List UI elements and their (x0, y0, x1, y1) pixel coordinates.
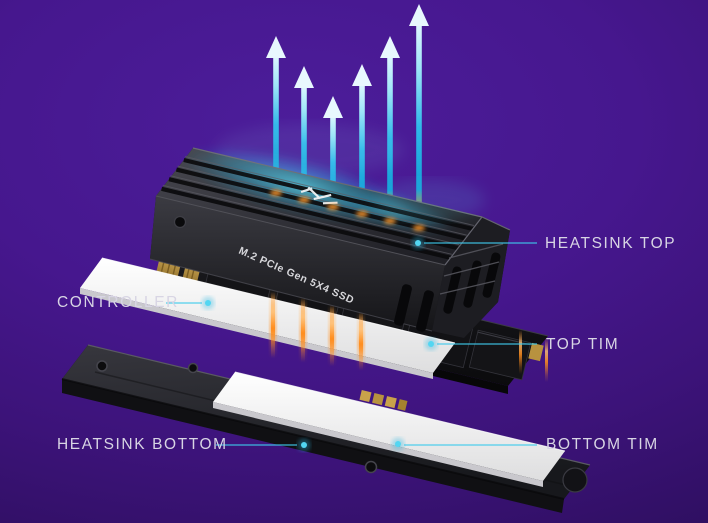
brand-logo-icon (300, 186, 338, 205)
heat-arrow (409, 4, 429, 231)
screw-hole (96, 360, 108, 372)
callout-dots (201, 236, 438, 452)
label-top-tim: TOP TIM (546, 336, 620, 353)
screw-hole (187, 362, 199, 374)
heat-streaks (269, 292, 548, 382)
label-controller: CONTROLLER (57, 294, 179, 311)
callouts (166, 242, 537, 446)
gold-pads (359, 390, 408, 411)
label-heatsink-top: HEATSINK TOP (545, 235, 677, 252)
heat-arrow (266, 36, 286, 196)
arrow-base-glows (270, 190, 425, 231)
vapor-glow (215, 124, 485, 220)
heatsink-top-block: M.2 PCIe Gen 5X4 SSD (149, 146, 511, 338)
mount-notch (562, 467, 588, 493)
label-heatsink-bottom: HEATSINK BOTTOM (57, 436, 228, 453)
label-bottom-tim: BOTTOM TIM (546, 436, 659, 453)
screw-recess (173, 215, 187, 229)
bottom-tim-pad (213, 371, 566, 487)
screw-hole (364, 460, 378, 474)
fin-stack-end (394, 216, 511, 338)
gold-pad (528, 342, 544, 362)
